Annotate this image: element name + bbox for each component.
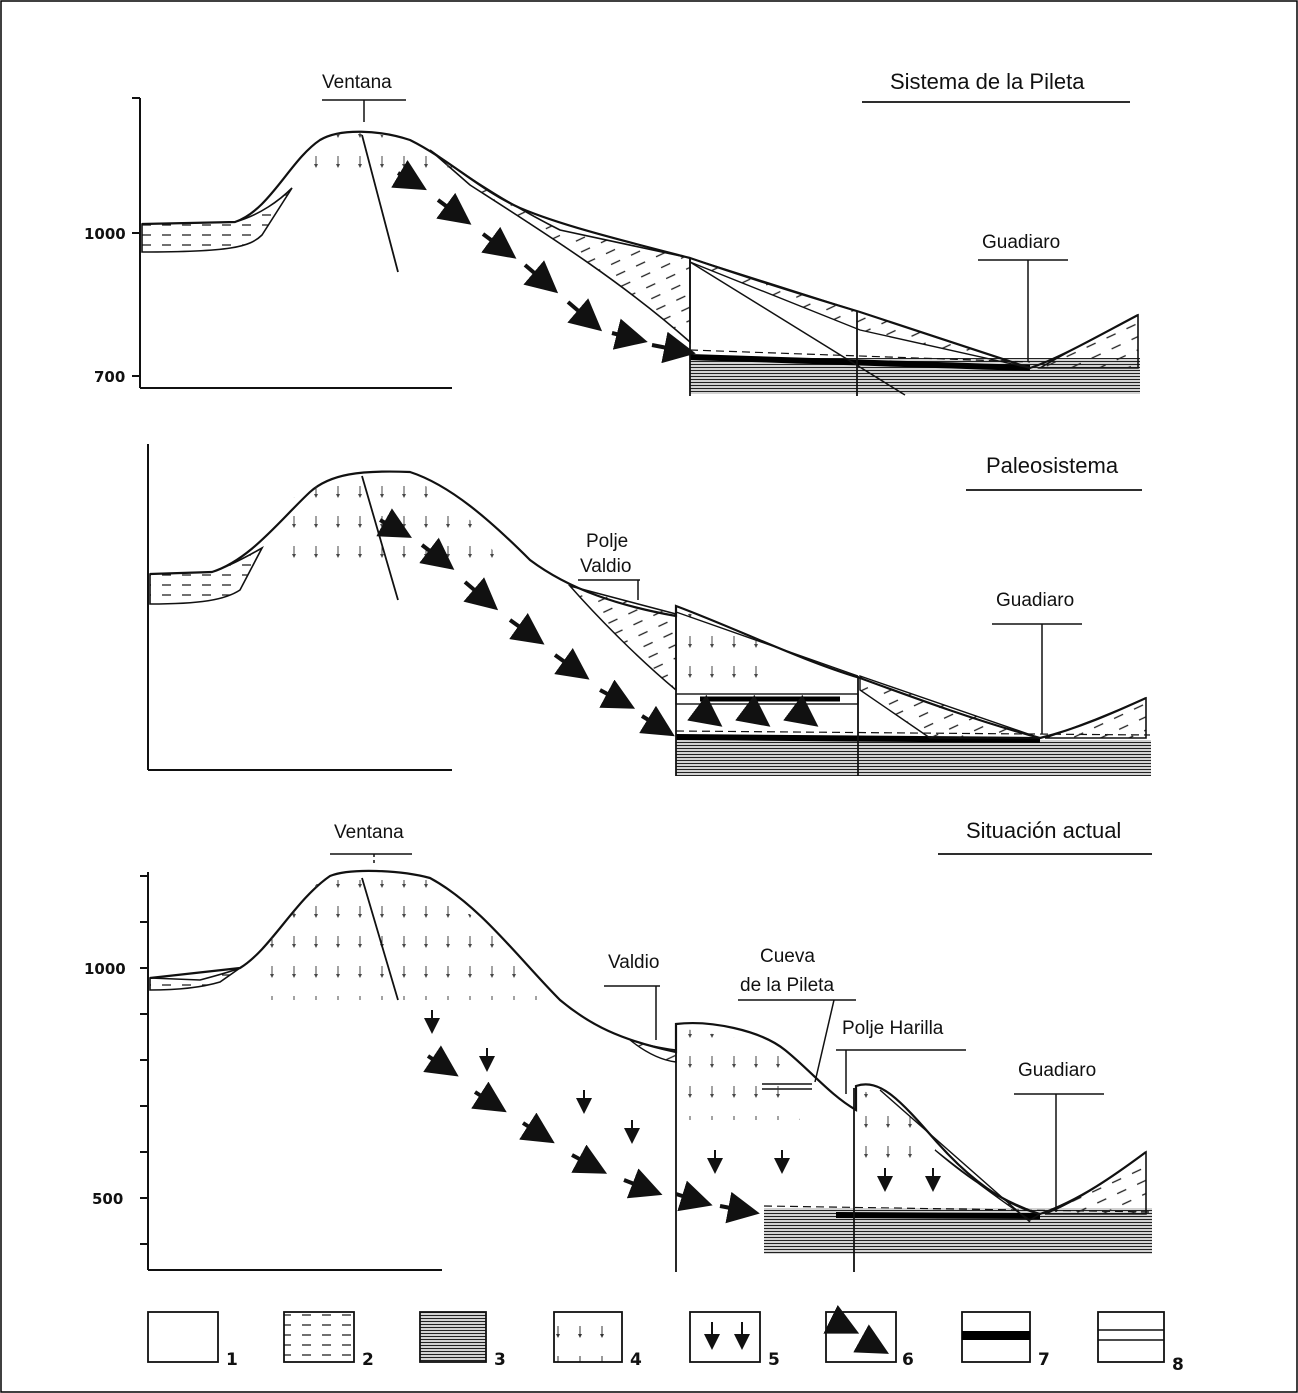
label-valdio: Valdio [608,952,659,973]
legend-key: 3 [494,1350,506,1370]
contact-line [675,611,859,677]
fault-line [361,134,399,273]
legend-swatch-hatch [419,1311,487,1363]
label-valdio: Valdio [580,556,631,577]
axis-tick-marks [140,875,148,1245]
karst-epikarst [290,474,500,560]
legend-swatch-dashes [283,1311,355,1363]
panel-title: Paleosistema [986,453,1119,478]
label-ventana: Ventana [322,72,392,93]
axis-tick-label-1000: 1000 [84,225,126,243]
legend-item-5: 5 [689,1311,780,1370]
panel-sistema-de-la-pileta: 1000 700 Ventana [84,69,1140,396]
fault-line [361,475,399,601]
legend-swatch-small-arrows [553,1311,623,1363]
legend-key: 7 [1038,1350,1050,1370]
flow-arrows [423,1045,760,1224]
axis-tick-label-500: 500 [92,1190,123,1208]
contact-line [689,261,906,396]
saturated-zone [676,740,1151,776]
label-guadiaro: Guadiaro [996,590,1074,611]
legend-item-1: 1 [147,1311,238,1370]
terrain-profile [141,130,1139,370]
legend-key: 2 [362,1350,374,1370]
label-ventana: Ventana [334,822,404,843]
legend: 1 2 3 4 5 6 7 [147,1304,1184,1375]
legend-key: 8 [1172,1355,1184,1375]
legend-item-2: 2 [283,1311,374,1370]
marl-fill-slope [567,584,677,692]
legend-item-7: 7 [961,1311,1050,1370]
legend-key: 6 [902,1350,914,1370]
legend-key: 1 [226,1350,238,1370]
legend-item-4: 4 [553,1311,642,1370]
label-guadiaro: Guadiaro [982,232,1060,253]
contact-line [879,1089,1031,1223]
marl-fill-left [149,545,264,605]
karst-drain-band [835,1212,1041,1219]
infiltration-arrows [424,1010,941,1192]
label-polje-harilla: Polje Harilla [842,1018,944,1039]
water-table-line [689,349,1031,363]
legend-swatch-double-line [1097,1311,1165,1363]
karst-epikarst [270,880,540,1000]
panel-paleosistema: Polje Valdio Guadiaro Paleosistema [147,444,1151,776]
label-cueva: Cueva [760,946,815,967]
flow-arrows [391,160,696,364]
legend-key: 4 [630,1350,642,1370]
axis-tick-label-700: 700 [94,368,125,386]
label-polje: Polje [586,531,628,552]
flow-arrows [376,508,819,737]
label-guadiaro: Guadiaro [1018,1060,1096,1081]
legend-swatch-blank [147,1311,219,1363]
karst-epikarst [860,1090,930,1160]
legend-item-3: 3 [419,1311,506,1370]
panel-situacion-actual: 1000 500 [84,818,1152,1272]
karst-epikarst [680,1028,800,1120]
label-de-la-pileta: de la Pileta [740,975,834,996]
cueva-pointer [814,999,835,1083]
axis-tick-label-1000: 1000 [84,960,126,978]
marl-fill-left [149,967,241,991]
legend-item-8: 8 [1097,1311,1184,1375]
legend-swatch-large-arrows [689,1311,761,1363]
legend-item-6: 6 [823,1304,914,1370]
terrain-profile [149,869,1147,1216]
marl-fill-left [141,187,293,253]
karst-drain-band [689,354,1031,371]
fault-line [361,877,399,1001]
legend-key: 5 [768,1350,780,1370]
marl-fill-lower [859,675,1041,739]
legend-swatch-diagonal-arrows [825,1311,897,1363]
karst-epikarst [680,610,760,690]
panel-title: Situación actual [966,818,1121,843]
panel-title: Sistema de la Pileta [890,69,1085,94]
